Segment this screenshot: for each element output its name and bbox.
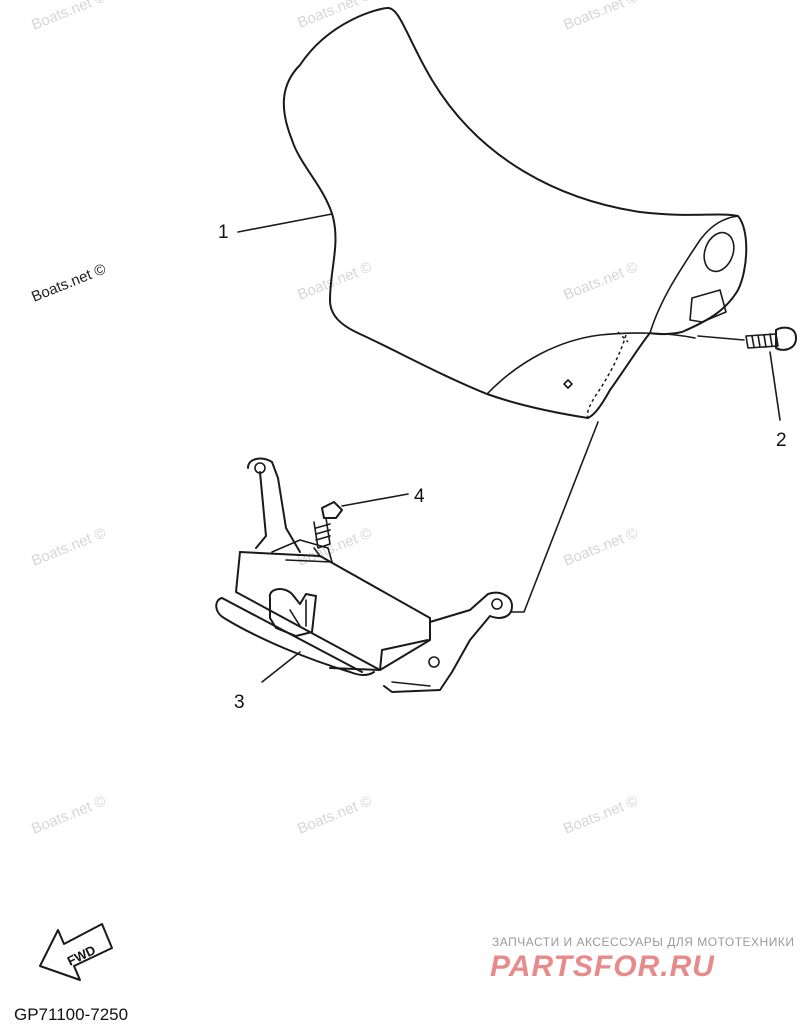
brand-name: PARTSFOR.RU [490, 950, 715, 983]
watermark: Boats.net © [29, 792, 108, 837]
callout-3: 3 [234, 692, 245, 713]
watermark: Boats.net © [295, 524, 374, 569]
screw-part-4[interactable] [313, 501, 343, 557]
callout-leader-4 [341, 493, 409, 507]
callouts: 1 2 3 4 [218, 213, 787, 713]
watermark: Boats.net © [29, 0, 108, 34]
callout-leader-3 [261, 651, 301, 683]
diagram-part-number: GP71100-7250 [14, 1005, 128, 1024]
callout-1: 1 [218, 222, 229, 243]
brand-tagline: ЗАПЧАСТИ И АКСЕССУАРЫ ДЛЯ МОТОТЕХНИКИ [492, 935, 794, 949]
watermark: Boats.net © [561, 792, 640, 837]
watermarks: Boats.net © Boats.net © Boats.net © Boat… [29, 0, 640, 838]
watermark: Boats.net © [29, 260, 108, 305]
callout-leader-2 [769, 351, 781, 421]
watermark: Boats.net © [561, 0, 640, 34]
callout-2: 2 [776, 430, 787, 451]
fwd-label: FWD [65, 942, 98, 968]
callout-4: 4 [414, 486, 425, 507]
watermark: Boats.net © [561, 258, 640, 303]
fwd-arrow-icon: FWD [39, 923, 113, 981]
watermark: Boats.net © [295, 258, 374, 303]
watermark: Boats.net © [295, 792, 374, 837]
callout-leader-1 [237, 213, 333, 233]
watermark: Boats.net © [561, 524, 640, 569]
brand-logo: ЗАПЧАСТИ И АКСЕССУАРЫ ДЛЯ МОТОТЕХНИКИ PA… [490, 935, 794, 983]
watermark: Boats.net © [29, 524, 108, 569]
bracket-part-3[interactable] [215, 421, 599, 693]
bolt-part-2[interactable] [697, 326, 797, 351]
seat-part-1[interactable] [282, 7, 748, 419]
